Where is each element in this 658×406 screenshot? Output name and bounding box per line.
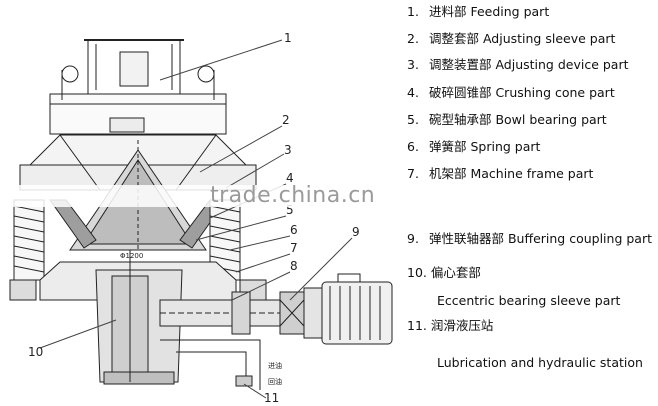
callout-5: 5 <box>286 203 294 217</box>
drive-shaft <box>159 291 281 335</box>
callout-2: 2 <box>282 113 290 127</box>
callout-6: 6 <box>290 223 298 237</box>
legend-item-3: 3. 调整装置部 Adjusting device part <box>407 57 629 72</box>
parts-legend: 1. 进料部 Feeding part 2. 调整套部 Adjusting sl… <box>407 0 658 406</box>
feed-hopper <box>84 39 184 95</box>
callout-11: 11 <box>264 391 279 405</box>
legend-item-11-en: Lubrication and hydraulic station <box>437 355 643 370</box>
spring-left <box>13 199 45 281</box>
oil-out-label: 回油 <box>268 377 282 386</box>
diameter-label: Φ1200 <box>120 252 143 260</box>
callout-10: 10 <box>28 345 43 359</box>
callout-8: 8 <box>290 259 298 273</box>
callout-1: 1 <box>284 31 292 45</box>
eccentric-sleeve <box>95 250 183 385</box>
top-cover <box>49 65 227 135</box>
legend-item-9: 9. 弹性联轴器部 Buffering coupling part <box>407 231 652 246</box>
legend-item-5: 5. 碗型轴承部 Bowl bearing part <box>407 112 607 127</box>
oil-in-label: 进油 <box>268 361 282 370</box>
legend-item-10: 10. 偏心套部 <box>407 265 481 280</box>
legend-item-11: 11. 润滑液压站 <box>407 318 494 333</box>
legend-item-1: 1. 进料部 Feeding part <box>407 4 550 19</box>
legend-item-6: 6. 弹簧部 Spring part <box>407 139 541 154</box>
diagram-callouts: 1 2 3 4 5 6 7 8 9 10 11 Φ1200 进油 回油 <box>28 31 360 405</box>
legend-item-2: 2. 调整套部 Adjusting sleeve part <box>407 31 616 46</box>
electric-motor <box>303 273 393 345</box>
lubrication-pipes <box>160 339 261 390</box>
watermark-band: trade.china.cn <box>0 183 658 208</box>
buffering-coupling <box>279 291 305 335</box>
callout-7: 7 <box>290 241 298 255</box>
callout-4: 4 <box>286 171 294 185</box>
callout-3: 3 <box>284 143 292 157</box>
callout-9: 9 <box>352 225 360 239</box>
legend-item-4: 4. 破碎圆锥部 Crushing cone part <box>407 85 615 100</box>
watermark-text: trade.china.cn <box>210 183 376 208</box>
legend-item-10-en: Eccentric bearing sleeve part <box>437 293 621 308</box>
legend-item-7: 7. 机架部 Machine frame part <box>407 166 594 181</box>
